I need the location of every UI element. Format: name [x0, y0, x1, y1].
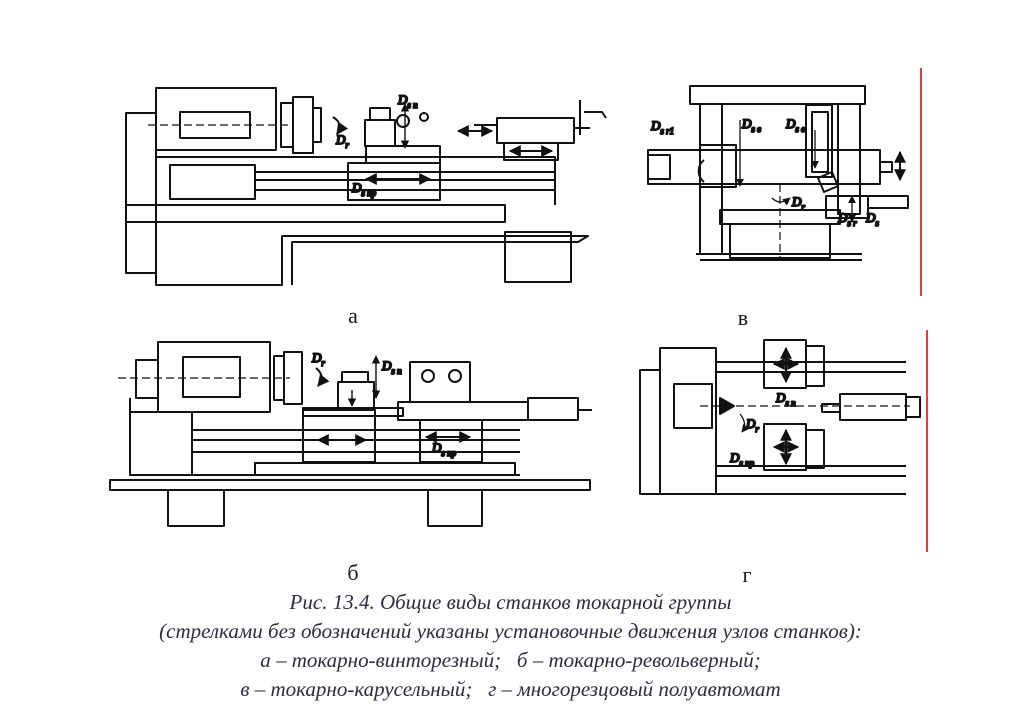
label-d-r: Dr	[311, 350, 325, 368]
label-ds-pr: Ds пр	[431, 440, 457, 458]
label-ds-v-left: Ds в	[741, 116, 761, 134]
label-ds-s: Ds	[865, 210, 879, 228]
label-ds-p: Ds п	[397, 92, 418, 110]
label-d-r: Dr	[791, 194, 805, 212]
lathe-screw-cutting-drawing: Ds п Dr Ds пр	[125, 87, 607, 286]
caption-legend-ab: а – токарно-винторезный; б – токарно-рев…	[260, 648, 761, 672]
label-d-r: Dr	[335, 132, 349, 150]
label-ds-r1: Ds r1	[650, 118, 674, 136]
lathe-turret-drawing: Dr Ds п Ds пр	[109, 341, 592, 527]
panel-label-v: в	[737, 305, 749, 330]
panel-label-g: г	[742, 562, 752, 587]
label-ds-r: Ds r	[837, 210, 857, 228]
panel-label-a: а	[348, 303, 358, 328]
lathe-multitool-drawing: Ds п Dr Ds пр	[639, 339, 921, 495]
label-ds-p: Ds п	[381, 358, 402, 376]
label-ds-p: Ds п	[775, 390, 796, 408]
label-ds-pr: Ds пр	[351, 180, 377, 198]
label-ds-pr: Ds пр	[729, 450, 755, 468]
caption-legend-vg: в – токарно-карусельный; г – многорезцов…	[240, 677, 781, 701]
panel-label-b: б	[347, 560, 359, 585]
lathe-carousel-drawing: Ds r1 Ds в Ds в Dr Ds r Ds	[647, 85, 909, 261]
label-d-r: Dr	[745, 416, 759, 434]
caption-note: (стрелками без обозначений указаны устан…	[159, 619, 862, 643]
caption-title: Рис. 13.4. Общие виды станков токарной г…	[289, 590, 732, 614]
label-ds-v-right: Ds в	[785, 116, 805, 134]
figure-caption: Рис. 13.4. Общие виды станков токарной г…	[0, 588, 1021, 704]
